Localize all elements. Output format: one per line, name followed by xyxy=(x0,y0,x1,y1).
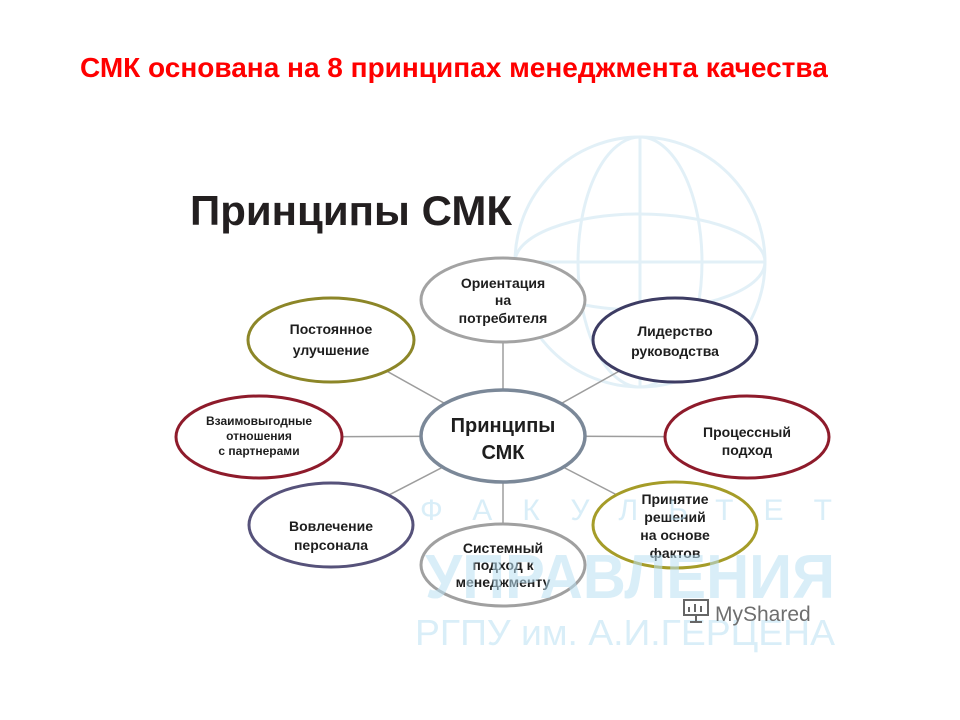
watermark-university: РГПУ им. А.И.ГЕРЦЕНА xyxy=(415,612,835,653)
node-label-line: с партнерами xyxy=(218,444,299,458)
node-label-line: на основе xyxy=(640,527,710,543)
slide-title: СМК основана на 8 принципах менеджмента … xyxy=(80,52,828,83)
node-involvement: Вовлечение персонала xyxy=(247,481,415,569)
node-label-line: отношения xyxy=(226,429,292,443)
node-label-line: потребителя xyxy=(459,310,548,326)
center-ellipse xyxy=(419,388,587,484)
presentation-board-icon xyxy=(683,599,709,623)
logo-text: MyShared xyxy=(715,603,811,626)
node-ellipse xyxy=(247,481,415,569)
node-ellipse xyxy=(591,296,759,384)
node-label-line: Лидерство xyxy=(637,323,712,339)
node-label-line: Системный xyxy=(463,540,543,556)
node-leadership: Лидерство руководства xyxy=(591,296,759,384)
node-ellipse xyxy=(246,296,416,384)
node-label-line: на xyxy=(495,292,511,308)
node-label-line: фактов xyxy=(650,545,701,561)
node-ellipse xyxy=(419,256,587,344)
node-label-line: Процессный xyxy=(703,424,791,440)
node-process-approach: Процессный подход xyxy=(663,394,831,480)
node-label-line: решений xyxy=(644,509,705,525)
node-label-line: Взаимовыгодные xyxy=(206,414,312,428)
node-ellipse xyxy=(419,522,587,608)
diagram-heading: Принципы СМК xyxy=(190,187,512,234)
watermark: ФАКУЛЬТЕТ УПРАВЛЕНИЯ РГПУ им. А.И.ГЕРЦЕН… xyxy=(415,494,835,653)
node-label-line: Вовлечение xyxy=(289,518,373,534)
node-customer-focus: Ориентация на потребителя xyxy=(419,256,587,344)
watermark-faculty: ФАКУЛЬТЕТ xyxy=(420,494,832,527)
node-ellipse xyxy=(663,394,831,480)
node-label-line: менеджменту xyxy=(456,574,551,590)
watermark-department: УПРАВЛЕНИЯ xyxy=(425,543,835,612)
node-label-line: подход xyxy=(722,442,773,458)
center-label-line: Принципы xyxy=(451,415,556,437)
center-node: Принципы СМК xyxy=(419,388,587,484)
node-ellipse xyxy=(174,394,344,480)
node-label-line: улучшение xyxy=(293,342,370,358)
node-label-line: Принятие xyxy=(641,491,708,507)
center-label-line: СМК xyxy=(481,442,525,464)
node-label-line: подход к xyxy=(472,557,534,573)
node-system-approach: Системный подход к менеджменту xyxy=(419,522,587,608)
node-continual-improvement: Постоянное улучшение xyxy=(246,296,416,384)
node-ellipse xyxy=(591,480,759,570)
node-label-line: руководства xyxy=(631,343,719,359)
node-label-line: Постоянное xyxy=(290,321,373,337)
node-mutual-relations: Взаимовыгодные отношения с партнерами xyxy=(174,394,344,480)
node-label-line: персонала xyxy=(294,537,368,553)
myshared-logo: MyShared xyxy=(683,599,811,626)
node-label-line: Ориентация xyxy=(461,275,545,291)
node-fact-based-decisions: Принятие решений на основе фактов xyxy=(591,480,759,570)
